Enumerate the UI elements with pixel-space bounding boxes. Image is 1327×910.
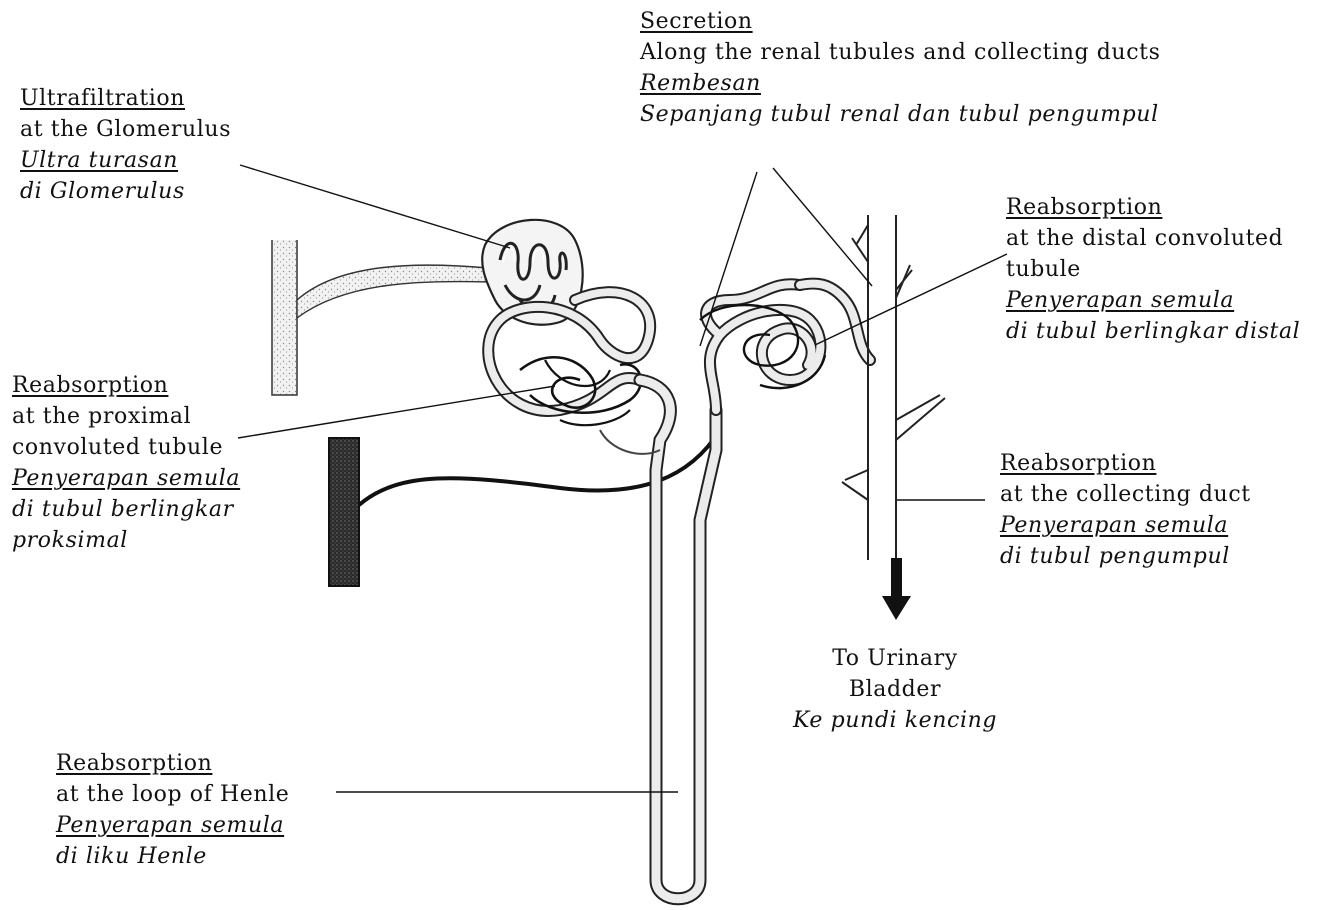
proximal-ms-line2: proksimal: [12, 525, 240, 556]
collecting-ms-heading: Penyerapan semula: [1000, 510, 1251, 541]
secretion-ms-heading: Rembesan: [640, 68, 1160, 99]
secretion-heading: Secretion: [640, 6, 1160, 37]
henle-ms: di liku Henle: [56, 841, 289, 872]
henle-heading: Reabsorption: [56, 748, 289, 779]
distal-en-line1: at the distal convoluted: [1006, 223, 1300, 254]
bladder-ms: Ke pundi kencing: [785, 705, 1005, 736]
collecting-heading: Reabsorption: [1000, 448, 1251, 479]
bladder-en-line2: Bladder: [785, 674, 1005, 705]
label-ultrafiltration: Ultrafiltration at the Glomerulus Ultra …: [20, 83, 231, 207]
proximal-en-line2: convoluted tubule: [12, 432, 240, 463]
arrow-to-bladder-icon: [882, 558, 911, 620]
proximal-ms-heading: Penyerapan semula: [12, 463, 240, 494]
distal-heading: Reabsorption: [1006, 192, 1300, 223]
proximal-convoluted-tubule: [488, 292, 650, 425]
distal-convoluted-tubule: [700, 284, 870, 410]
distal-en-line2: tubule: [1006, 254, 1300, 285]
henle-en: at the loop of Henle: [56, 779, 289, 810]
label-proximal: Reabsorption at the proximal convoluted …: [12, 370, 240, 556]
label-collecting-duct: Reabsorption at the collecting duct Peny…: [1000, 448, 1251, 572]
collecting-ms: di tubul pengumpul: [1000, 541, 1251, 572]
leader-ultrafiltration: [240, 165, 510, 248]
proximal-heading: Reabsorption: [12, 370, 240, 401]
proximal-en-line1: at the proximal: [12, 401, 240, 432]
distal-ms: di tubul berlingkar distal: [1006, 316, 1300, 347]
ultrafiltration-ms: di Glomerulus: [20, 176, 231, 207]
secretion-en: Along the renal tubules and collecting d…: [640, 37, 1160, 68]
ultrafiltration-ms-heading: Ultra turasan: [20, 145, 231, 176]
collecting-en: at the collecting duct: [1000, 479, 1251, 510]
collecting-duct: [842, 215, 945, 560]
label-secretion: Secretion Along the renal tubules and co…: [640, 6, 1160, 130]
distal-ms-heading: Penyerapan semula: [1006, 285, 1300, 316]
renal-artery-branch: [272, 240, 490, 395]
leader-secretion-duct: [773, 168, 872, 286]
label-loop-of-henle: Reabsorption at the loop of Henle Penyer…: [56, 748, 289, 872]
ultrafiltration-en: at the Glomerulus: [20, 114, 231, 145]
ultrafiltration-heading: Ultrafiltration: [20, 83, 231, 114]
label-distal: Reabsorption at the distal convoluted tu…: [1006, 192, 1300, 347]
proximal-ms-line1: di tubul berlingkar: [12, 494, 240, 525]
henle-ms-heading: Penyerapan semula: [56, 810, 289, 841]
bladder-en-line1: To Urinary: [785, 643, 1005, 674]
secretion-ms: Sepanjang tubul renal dan tubul pengumpu…: [640, 99, 1160, 130]
label-bladder: To Urinary Bladder Ke pundi kencing: [785, 643, 1005, 736]
